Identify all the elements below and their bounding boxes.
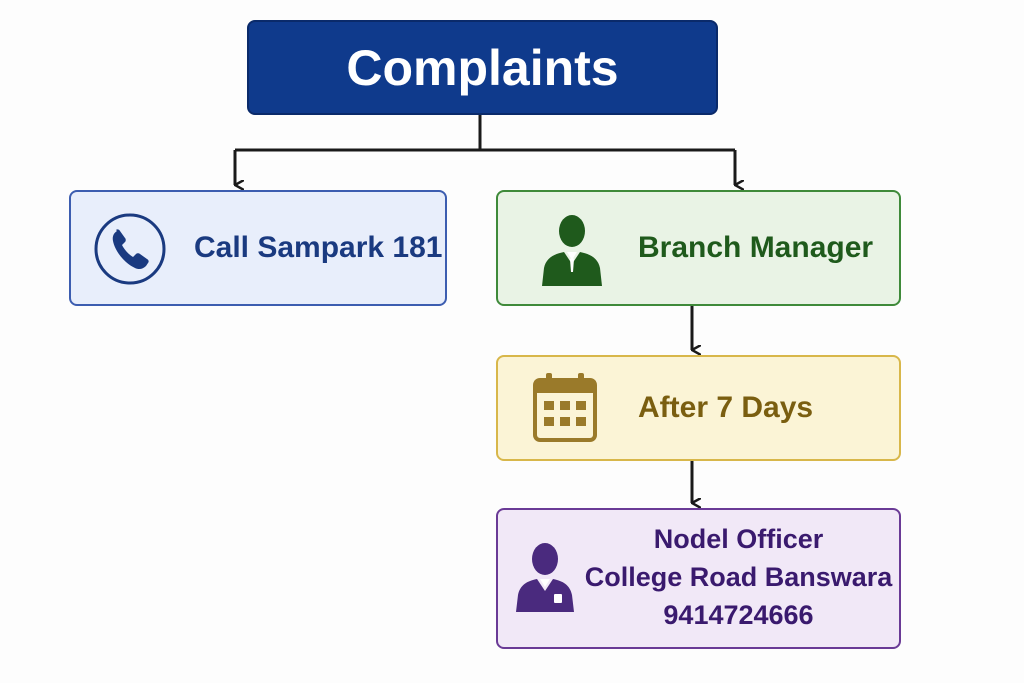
nodel-officer-address: College Road Banswara [584,562,893,592]
complaints-title-box: Complaints [247,20,718,115]
nodel-officer-node: Nodel Officer College Road Banswara 9414… [496,508,901,649]
person-icon [514,540,576,619]
call-sampark-node: Call Sampark 181 [69,190,447,306]
phone-icon [93,212,167,291]
person-icon [540,212,604,291]
nodel-officer-text: Nodel Officer College Road Banswara 9414… [578,520,899,634]
branch-manager-node: Branch Manager [496,190,901,306]
after-7-days-node: After 7 Days [496,355,901,461]
nodel-officer-phone: 9414724666 [663,600,814,630]
call-sampark-label: Call Sampark 181 [194,231,443,264]
diagram-title: Complaints [346,39,619,96]
branch-manager-label: Branch Manager [638,231,874,264]
after-7-days-label: After 7 Days [638,391,814,424]
calendar-icon [532,371,598,448]
nodel-officer-title: Nodel Officer [653,524,824,554]
